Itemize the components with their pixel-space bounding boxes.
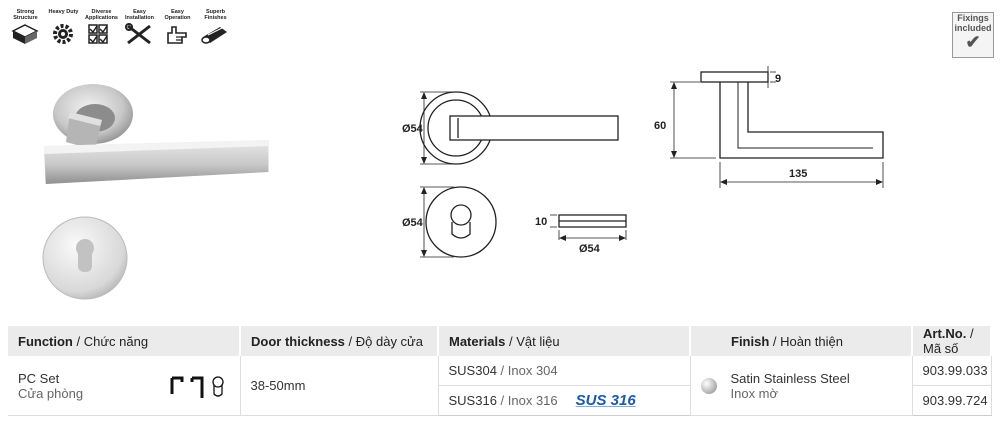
- lever-keyhole-icon: [170, 375, 224, 398]
- escutcheon-outline: [425, 186, 497, 258]
- lever-height-label: 60: [654, 120, 666, 132]
- hand-icon: [167, 26, 187, 44]
- tools-icon: [125, 23, 151, 45]
- superb-finishes-badge: Superb Finishes: [198, 9, 233, 46]
- feature-caption: Superb Finishes: [204, 9, 227, 21]
- table-header-row: Function / Chức năng Door thickness / Độ…: [8, 326, 992, 356]
- function-vi: Cửa phòng: [18, 385, 84, 401]
- art-no-cell: 903.99.033: [912, 356, 992, 386]
- function-en: PC Set: [18, 370, 60, 386]
- rose-side: [700, 71, 769, 83]
- art-no-cell: 903.99.724: [912, 385, 992, 416]
- header-materials: Materials / Vật liệu: [438, 326, 691, 356]
- material-cell: SUS304 / Inox 304: [438, 356, 691, 386]
- tube-icon: [201, 27, 227, 44]
- lever-length-label: 135: [789, 168, 807, 180]
- table-row: PC Set Cửa phòng 38-50mm SUS304 / Inox 3…: [8, 356, 992, 416]
- feature-caption: Diverse Applications: [84, 9, 118, 21]
- lever-side: [719, 82, 884, 159]
- fixings-line2: included: [954, 23, 992, 33]
- technical-drawing: Ø54 Ø54 10 Ø54 9 60 135: [402, 66, 884, 258]
- feature-caption: Heavy Duty: [48, 9, 79, 15]
- finish-swatch-icon: [700, 377, 717, 394]
- finish-vi: Inox mờ: [730, 385, 779, 401]
- feature-caption: Easy Operation: [164, 9, 191, 21]
- fixings-included-badge: Fixings included ✔: [952, 12, 994, 58]
- finish-cell: Satin Stainless Steel Inox mờ: [690, 356, 913, 416]
- header-door-thickness: Door thickness / Độ dày cửa: [240, 326, 439, 356]
- gear-icon: [53, 24, 73, 44]
- sus316-logo: SUS 316: [575, 392, 636, 409]
- diverse-applications-badge: Diverse Applications: [84, 9, 119, 46]
- checklist-icon: [88, 24, 108, 44]
- finish-en: Satin Stainless Steel: [730, 370, 850, 386]
- feature-caption: Strong Structure: [13, 9, 38, 21]
- escutcheon-side-diameter-label: Ø54: [579, 243, 601, 255]
- checkmark-icon: ✔: [965, 32, 981, 52]
- feature-icons: Strong Structure Heavy Duty Diverse Appl…: [8, 9, 233, 46]
- feature-caption: Easy Installation: [124, 9, 155, 21]
- header-art-no: Art.No. / Mã số: [912, 326, 992, 356]
- rose-diameter-label: Ø54: [402, 123, 424, 135]
- header-finish: Finish / Hoàn thiện: [690, 326, 913, 356]
- escutcheon-thickness-label: 10: [535, 216, 547, 228]
- easy-installation-badge: Easy Installation: [122, 9, 157, 46]
- lever-outline: [449, 115, 619, 141]
- heavy-duty-badge: Heavy Duty: [46, 9, 81, 46]
- escutcheon-diameter-label: Ø54: [402, 217, 424, 229]
- strong-structure-badge: Strong Structure: [8, 9, 43, 46]
- fixings-line1: Fixings: [957, 13, 989, 23]
- easy-operation-badge: Easy Operation: [160, 9, 195, 46]
- product-photo: [42, 84, 269, 300]
- rose-thickness-label: 9: [775, 73, 781, 85]
- function-cell: PC Set Cửa phòng: [8, 356, 241, 416]
- spec-table: Function / Chức năng Door thickness / Độ…: [8, 326, 992, 416]
- cube-icon: [11, 24, 39, 44]
- header-function: Function / Chức năng: [8, 326, 241, 356]
- door-thickness-cell: 38-50mm: [240, 356, 439, 416]
